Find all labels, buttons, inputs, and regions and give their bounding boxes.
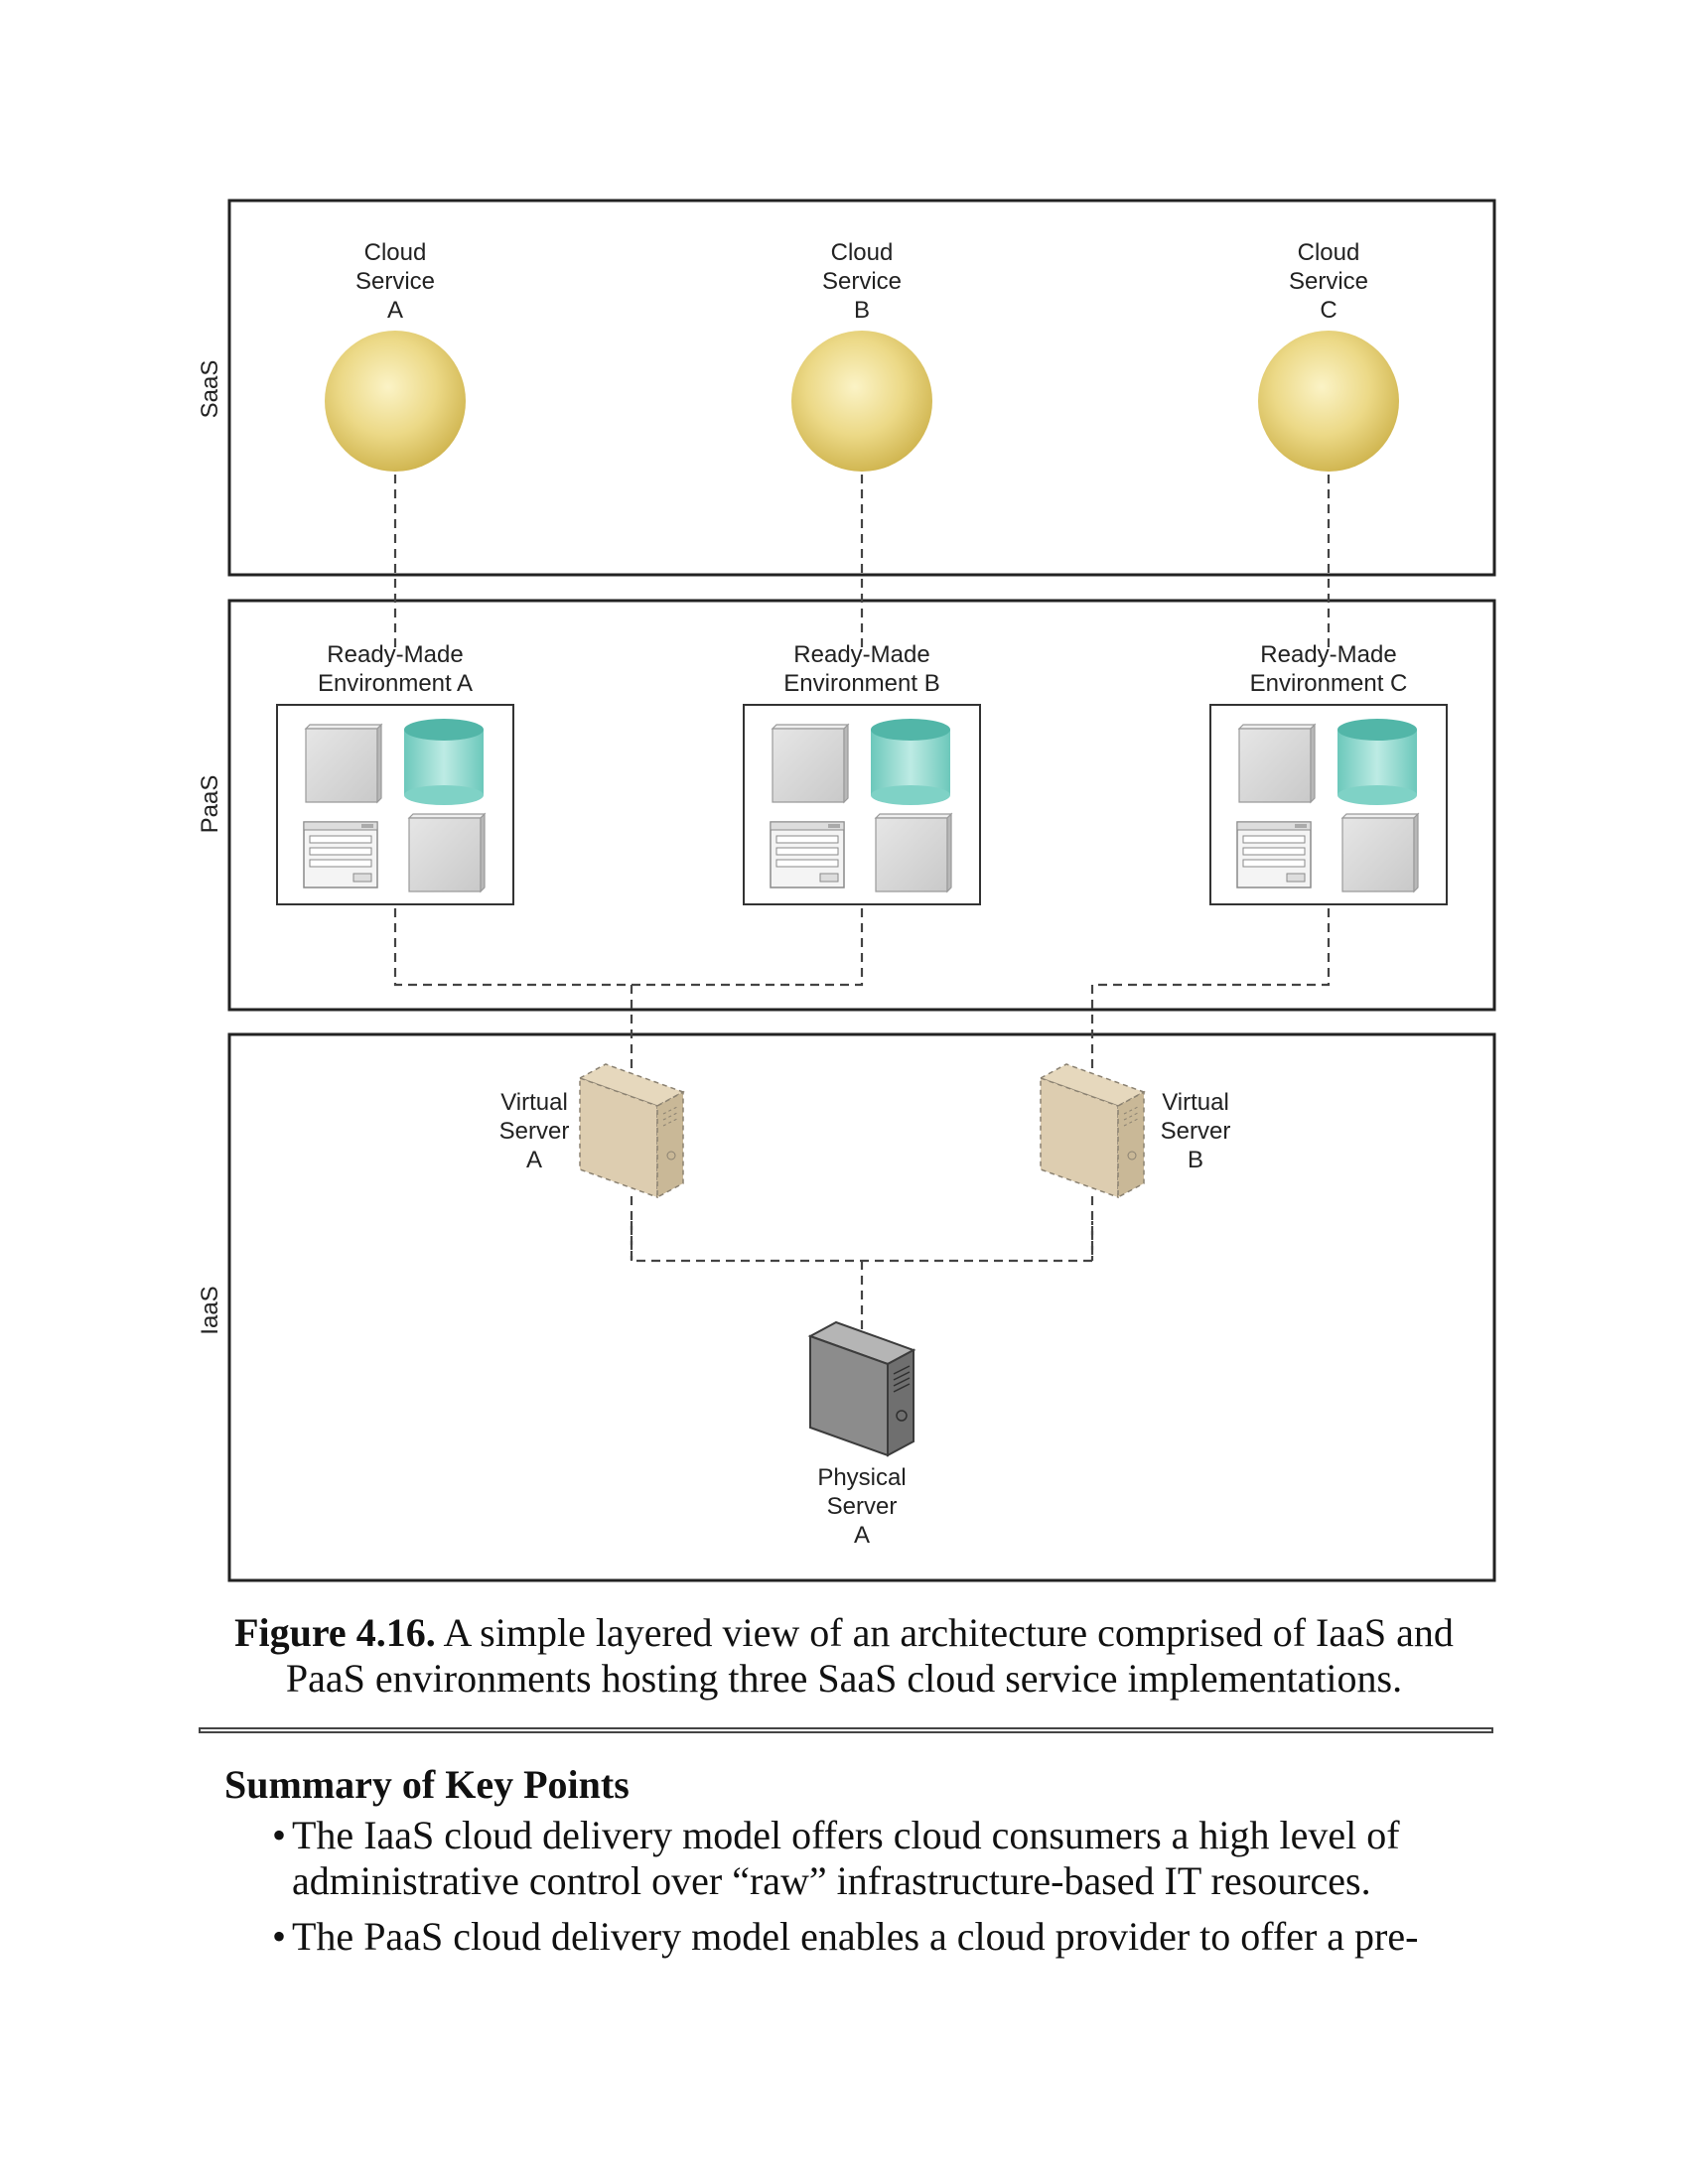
key-points-list: •The IaaS cloud delivery model offers cl…	[272, 1813, 1464, 1970]
environment-b-label-line2: Environment B	[783, 670, 939, 697]
environment-a-form-icon	[303, 821, 378, 888]
virtual-server-a-label-line3: A	[526, 1147, 542, 1173]
environment-b-form-icon	[770, 821, 845, 888]
cloud-service-b-label-line3: B	[854, 297, 870, 324]
architecture-diagram: SaaS PaaS IaaS Cloud Service A Cloud Ser…	[197, 199, 1496, 1582]
environment-c-label-line2: Environment C	[1250, 670, 1408, 697]
cloud-service-b-label-line1: Cloud	[831, 239, 894, 266]
list-item-text: The IaaS cloud delivery model offers clo…	[292, 1813, 1400, 1903]
layer-label-saas: SaaS	[197, 360, 223, 419]
cloud-service-c-label-line2: Service	[1289, 268, 1368, 295]
bullet-icon: •	[272, 1813, 287, 1857]
environment-a-cube-icon-2	[408, 813, 486, 892]
cloud-service-c-label-line3: C	[1320, 297, 1336, 324]
virtual-server-b-label-line2: Server	[1161, 1118, 1231, 1145]
virtual-server-a: Virtual Server A	[499, 1063, 684, 1198]
environment-a-database-icon	[404, 719, 484, 805]
environment-a: Ready-Made Environment A	[276, 641, 514, 905]
figure-number: Figure 4.16.	[234, 1610, 436, 1655]
environment-b-database-icon	[871, 719, 950, 805]
cloud-service-a-sphere	[325, 331, 466, 472]
environment-c: Ready-Made Environment C	[1209, 641, 1448, 905]
cloud-service-a-label-line2: Service	[355, 268, 435, 295]
list-item-text: The PaaS cloud delivery model enables a …	[292, 1914, 1419, 1959]
section-heading: Summary of Key Points	[224, 1762, 630, 1807]
layer-label-iaas: IaaS	[197, 1286, 223, 1334]
virtual-server-a-label-line1: Virtual	[500, 1089, 568, 1116]
physical-server-a-label-line1: Physical	[817, 1464, 906, 1491]
virtual-server-b: Virtual Server B	[1040, 1063, 1231, 1198]
environment-b-cube-icon	[772, 724, 849, 803]
environment-b: Ready-Made Environment B	[743, 641, 981, 905]
list-item: •The PaaS cloud delivery model enables a…	[272, 1914, 1464, 1960]
cloud-service-a: Cloud Service A	[325, 239, 466, 472]
cloud-service-b-sphere	[791, 331, 932, 472]
layer-label-paas: PaaS	[197, 775, 223, 834]
environment-c-cube-icon	[1238, 724, 1316, 803]
cloud-service-c-sphere	[1258, 331, 1399, 472]
cloud-service-a-label-line3: A	[387, 297, 403, 324]
environment-b-label-line1: Ready-Made	[793, 641, 929, 668]
cloud-service-b-label-line2: Service	[822, 268, 902, 295]
connector-lines	[393, 475, 1331, 1350]
environment-c-label-line1: Ready-Made	[1260, 641, 1396, 668]
cloud-service-c: Cloud Service C	[1258, 239, 1399, 472]
environment-a-cube-icon	[305, 724, 382, 803]
environment-a-label-line1: Ready-Made	[327, 641, 463, 668]
bullet-icon: •	[272, 1914, 287, 1959]
saas-layer-box	[227, 199, 1496, 577]
section-divider	[199, 1727, 1493, 1733]
environment-a-label-line2: Environment A	[318, 670, 473, 697]
environment-c-cube-icon-2	[1341, 813, 1419, 892]
physical-server-a-label-line3: A	[854, 1522, 870, 1549]
physical-server-a: Physical Server A	[809, 1321, 914, 1549]
list-item: •The IaaS cloud delivery model offers cl…	[272, 1813, 1464, 1904]
environment-c-form-icon	[1236, 821, 1312, 888]
virtual-server-a-icon	[579, 1063, 684, 1198]
cloud-service-b: Cloud Service B	[791, 239, 932, 472]
environment-c-database-icon	[1337, 719, 1417, 805]
physical-server-a-icon	[809, 1321, 914, 1456]
cloud-service-c-label-line1: Cloud	[1298, 239, 1360, 266]
figure-caption: Figure 4.16. A simple layered view of an…	[199, 1610, 1489, 1702]
virtual-server-b-label-line3: B	[1188, 1147, 1203, 1173]
iaas-layer-box	[227, 1032, 1496, 1582]
environment-b-cube-icon-2	[875, 813, 952, 892]
cloud-service-a-label-line1: Cloud	[364, 239, 427, 266]
virtual-server-a-label-line2: Server	[499, 1118, 570, 1145]
figure-caption-text: A simple layered view of an architecture…	[285, 1610, 1454, 1701]
virtual-server-b-icon	[1040, 1063, 1145, 1198]
physical-server-a-label-line2: Server	[827, 1493, 898, 1520]
virtual-server-b-label-line1: Virtual	[1162, 1089, 1229, 1116]
